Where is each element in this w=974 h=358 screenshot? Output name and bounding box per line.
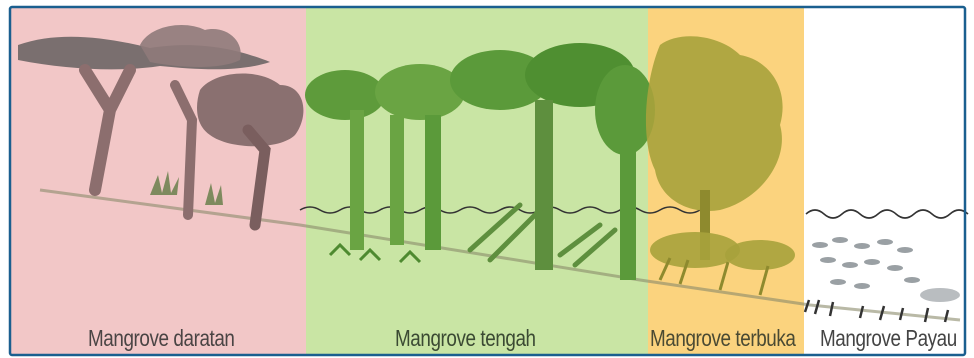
zone-label-terbuka: Mangrove terbuka <box>650 325 795 352</box>
zone-background-payau <box>804 8 964 354</box>
zone-label-payau: Mangrove Payau <box>820 325 957 352</box>
zone-label-daratan: Mangrove daratan <box>88 325 235 352</box>
zone-label-tengah: Mangrove tengah <box>395 325 536 352</box>
